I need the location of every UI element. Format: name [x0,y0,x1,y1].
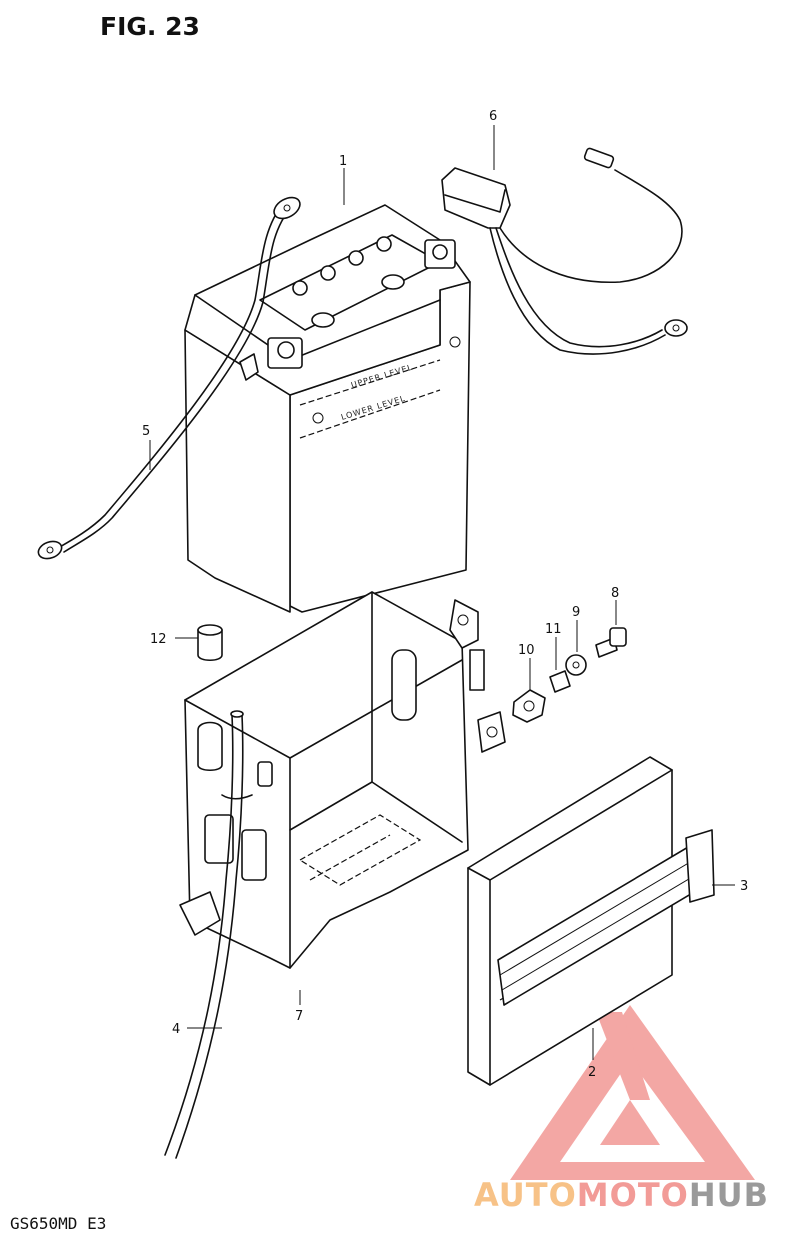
model-code: GS650MD E3 [10,1214,107,1233]
callout-12: 12 [150,632,167,647]
callout-1: 1 [339,154,347,169]
callout-5: 5 [142,424,150,439]
callout-4: 4 [172,1022,180,1037]
cap-12 [197,624,223,662]
terminal-cover-cable-6 [441,147,688,355]
strap-3 [497,829,715,1006]
hardware-8-11 [512,627,627,723]
callout-2: 2 [588,1065,596,1080]
battery-holder-7 [179,591,506,969]
watermark-logo [510,1005,755,1180]
leader-lines [149,125,735,1060]
callout-3: 3 [740,879,748,894]
battery-cable-5 [37,196,301,560]
callout-8: 8 [611,586,619,601]
callout-9: 9 [572,605,580,620]
figure-title: FIG. 23 [100,12,200,41]
battery: UPPER LEVEL LOWER LEVEL [184,204,471,613]
callout-10-11: 11 [545,622,562,637]
callout-7: 7 [295,1009,303,1024]
watermark-moto: MOTO [576,1176,689,1214]
callout-labels: 1 2 3 4 5 6 7 8 9 11 10 12 [142,109,748,1080]
watermark-hub: HUB [688,1176,770,1214]
callout-10: 10 [518,643,535,658]
watermark-auto: AUTO [474,1176,577,1214]
breather-tube-4 [164,710,253,1159]
callout-6: 6 [489,109,497,124]
watermark-text: AUTOMOTOHUB [474,1176,769,1214]
